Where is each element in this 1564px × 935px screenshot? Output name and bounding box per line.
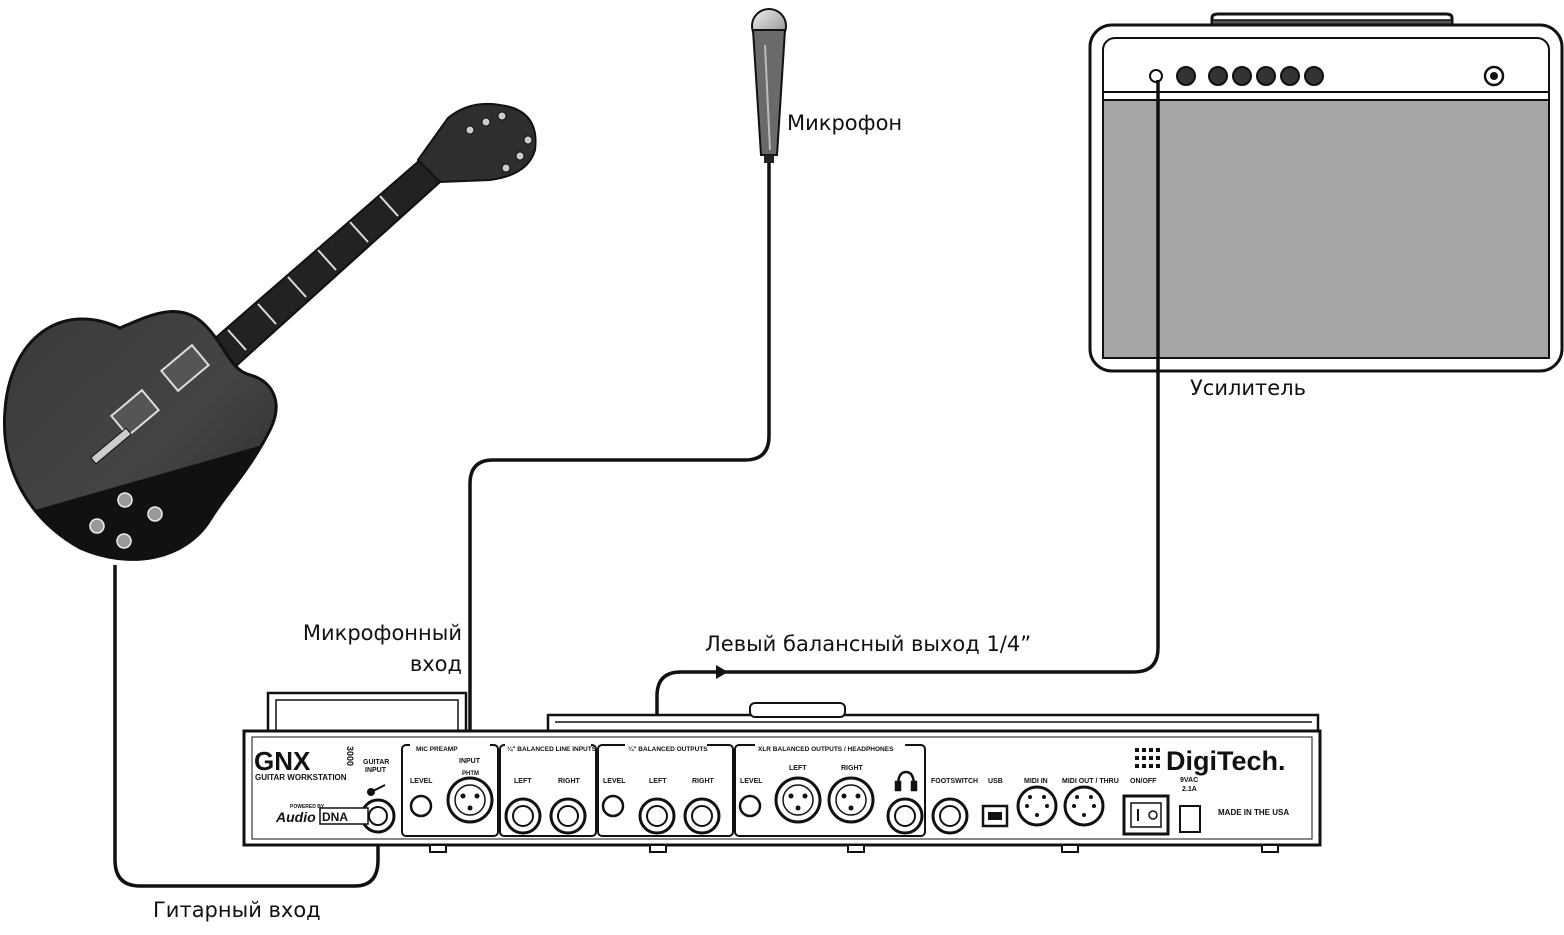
- section-balanced-outputs: ¼" BALANCED OUTPUTS: [628, 745, 708, 753]
- jack-label-xlr-level: LEVEL: [740, 778, 763, 785]
- jack-label-mic-level: LEVEL: [410, 778, 433, 785]
- device-audio: Audio: [275, 809, 316, 825]
- guitar: [2, 102, 537, 561]
- microphone: [751, 8, 787, 163]
- label-left-output: Левый балансный выход 1/4”: [705, 632, 1032, 656]
- cable-guitar: [113, 565, 380, 888]
- jack-label-out-left: LEFT: [649, 778, 667, 785]
- cable-mic: [468, 163, 771, 760]
- brand-logo: DigiTech.: [1166, 746, 1286, 776]
- label-amplifier: Усилитель: [1190, 376, 1307, 400]
- digitech-logo-icon: [1135, 748, 1160, 768]
- guitar-input-label-1: GUITAR: [363, 759, 389, 766]
- cable-amp: [655, 80, 1160, 800]
- device-model: GNX: [254, 746, 311, 776]
- section-xlr-outputs: XLR BALANCED OUTPUTS / HEADPHONES: [758, 746, 894, 753]
- cables: [113, 80, 1160, 888]
- gnx3000-device: GNX 3000 GUITAR WORKSTATION POWERED BY A…: [242, 691, 1322, 853]
- jack-label-on-off: ON/OFF: [1130, 778, 1157, 785]
- device-dna: DNA: [322, 810, 348, 824]
- guitar-input-label-2: INPUT: [365, 767, 387, 774]
- device-powered-by: POWERED BY: [290, 804, 325, 810]
- jack-label-out-right: RIGHT: [692, 778, 715, 785]
- label-microphone: Микрофон: [787, 111, 903, 135]
- guitar-input-icon: [367, 784, 386, 796]
- jack-label-xlr-left: LEFT: [789, 765, 807, 772]
- label-mic-input-2: вход: [409, 652, 462, 676]
- jack-label-xlr-right: RIGHT: [841, 765, 864, 772]
- amplifier: [1088, 12, 1564, 373]
- jack-label-footswitch: FOOTSWITCH: [931, 778, 978, 785]
- jack-label-midi-out: MIDI OUT / THRU: [1062, 778, 1119, 785]
- jack-label-midi-in: MIDI IN: [1024, 778, 1048, 785]
- jack-label-mic-input: INPUT: [459, 758, 481, 765]
- section-mic-preamp: MIC PREAMP: [416, 746, 458, 753]
- jack-label-phantom: PHTM: [462, 771, 479, 777]
- section-line-inputs: ¼" BALANCED LINE INPUTS: [507, 745, 597, 753]
- headphones-icon: [894, 770, 918, 792]
- jack-label-power-1: 9VAC: [1180, 777, 1198, 784]
- label-guitar-input: Гитарный вход: [153, 898, 321, 922]
- jack-label-power-2: 2.1A: [1182, 786, 1197, 793]
- made-in-usa: MADE IN THE USA: [1218, 808, 1289, 817]
- device-subtitle: GUITAR WORKSTATION: [255, 773, 347, 782]
- jack-label-line-right: RIGHT: [558, 778, 581, 785]
- device-model-number: 3000: [345, 746, 355, 766]
- jack-label-line-left: LEFT: [514, 778, 532, 785]
- label-mic-input-1: Микрофонный: [302, 621, 462, 645]
- jack-label-usb: USB: [988, 778, 1003, 785]
- jack-label-out-level: LEVEL: [603, 778, 626, 785]
- amp-knobs: [1149, 65, 1505, 87]
